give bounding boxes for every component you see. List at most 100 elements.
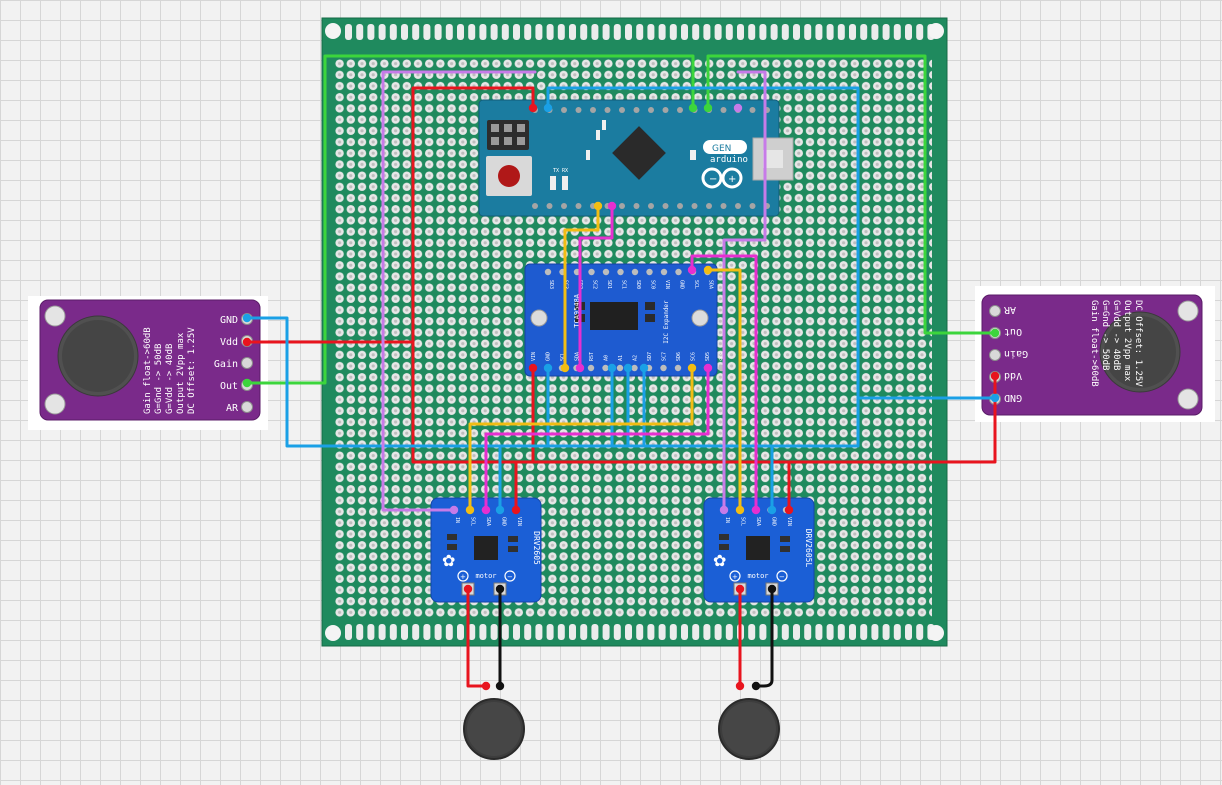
arduino-header-pin[interactable] [749,107,756,113]
mic-pin[interactable] [241,357,253,369]
tca-pin[interactable] [617,268,624,276]
wire-red-motor-left-plus[interactable] [466,587,488,688]
wire-green-right-mic-out[interactable] [706,54,997,335]
wire-endpoint [703,265,713,275]
arduino-header-pin[interactable] [735,203,741,209]
mounting-hole [325,23,341,39]
arduino-header-pin[interactable] [546,203,553,209]
arduino-header-pin[interactable] [662,107,669,113]
tca-pin[interactable] [587,364,595,372]
edge-pad [658,624,666,640]
arduino-header-pin[interactable] [677,107,683,113]
tca-pin[interactable] [602,364,609,372]
tca-pin[interactable] [631,268,639,276]
wire-blue-tca-gnd[interactable] [498,366,774,512]
gen-badge [703,140,747,154]
tca-pin[interactable] [660,268,668,276]
drv-left-chip [474,536,498,560]
wire-endpoint [463,584,473,594]
tca-pin[interactable] [588,268,595,276]
edge-pad [893,24,901,40]
vibration-motor-left[interactable] [463,698,525,760]
wire-magenta-sda-arduino-tca[interactable] [578,204,614,370]
wire-green-left-mic-out[interactable] [245,54,695,385]
mic-pin-label: Gain [214,359,238,370]
arduino-header-pin[interactable] [662,203,669,209]
arduino-header-pin[interactable] [590,107,596,113]
wire-yellow-scl-arduino-tca[interactable] [563,204,600,370]
edge-pad [367,24,375,40]
wire-magenta-sda-drv-left[interactable] [484,366,710,512]
tca-pin[interactable] [660,364,667,372]
arduino-header-pin[interactable] [604,107,611,113]
tca-pin-label: RST [589,352,595,361]
tca-pin[interactable] [674,364,682,372]
mic-pin[interactable] [989,305,1001,317]
wire-purple-drv-left-in[interactable] [381,70,537,512]
tca-pin-label: SC1 [621,280,627,289]
wire-endpoint [242,313,252,323]
wire-endpoint [623,363,633,373]
wire-black-motor-right-minus[interactable] [754,587,774,688]
wire-purple-drv-right-in[interactable] [722,70,767,512]
tca-pin[interactable] [602,268,610,276]
vibration-motor-right[interactable] [718,698,780,760]
wire-endpoint [495,681,505,691]
edge-pad [725,24,733,40]
tca-pin[interactable] [544,268,552,276]
edge-pad [389,24,397,40]
wire-endpoints [242,103,1000,691]
edge-pad [445,24,453,40]
wire-endpoint [751,505,761,515]
arduino-header-pin[interactable] [720,107,727,113]
mic-pin[interactable] [241,401,253,413]
wire-blue-left-mic-gnd[interactable] [245,86,860,448]
mic-spec-line: G=Gnd -> 50dB [154,344,164,414]
edge-pad [356,624,364,640]
edge-pad [759,624,767,640]
wire-red-power-bus[interactable] [411,340,997,464]
mic-spec-line: Output 2Vpp max [1122,300,1132,382]
edge-pad [815,624,823,640]
tca-pin[interactable] [631,364,638,372]
edge-pad [345,624,352,640]
edge-pad [905,24,912,40]
arduino-header-pin[interactable] [619,203,625,209]
wire-yellow-scl-drv-left[interactable] [468,366,694,512]
arduino-header-pin[interactable] [575,203,582,209]
wire-endpoint [990,328,1000,338]
arduino-header-pin[interactable] [561,203,567,209]
edge-pad [703,624,711,640]
tca-pin-label: SD7 [647,352,653,361]
wire-red-left-mic-vdd[interactable] [245,86,535,344]
arduino-header-pin[interactable] [575,107,582,113]
mic-pin-label: GND [1004,392,1022,403]
arduino-micro[interactable]: TX RX GEN − + arduino [478,99,794,217]
arduino-header-pin[interactable] [648,107,654,113]
tca-pin[interactable] [675,268,682,276]
arduino-header-pin[interactable] [720,203,727,209]
tca-pin[interactable] [616,364,624,372]
arduino-header-pin[interactable] [691,203,698,209]
arduino-header-pin[interactable] [619,107,625,113]
arduino-header-pin[interactable] [532,203,538,209]
arduino-header-pin[interactable] [749,203,756,209]
arduino-header-pin[interactable] [648,203,654,209]
tca-pin[interactable] [646,268,653,276]
wire-endpoint [703,363,713,373]
wire-yellow-scl-drv-right[interactable] [706,268,742,512]
arduino-header-pin[interactable] [677,203,683,209]
arduino-header-pin[interactable] [706,203,712,209]
arduino-header-pin[interactable] [633,107,640,113]
edge-pad [826,24,834,40]
wire-magenta-sda-drv-right[interactable] [690,254,758,512]
edge-pad [871,24,879,40]
arduino-header-pin[interactable] [561,107,567,113]
arduino-header-pin[interactable] [633,203,640,209]
mic-spec-line: G=Gnd -> 50dB [1100,300,1110,370]
mic-pin[interactable] [989,349,1001,361]
